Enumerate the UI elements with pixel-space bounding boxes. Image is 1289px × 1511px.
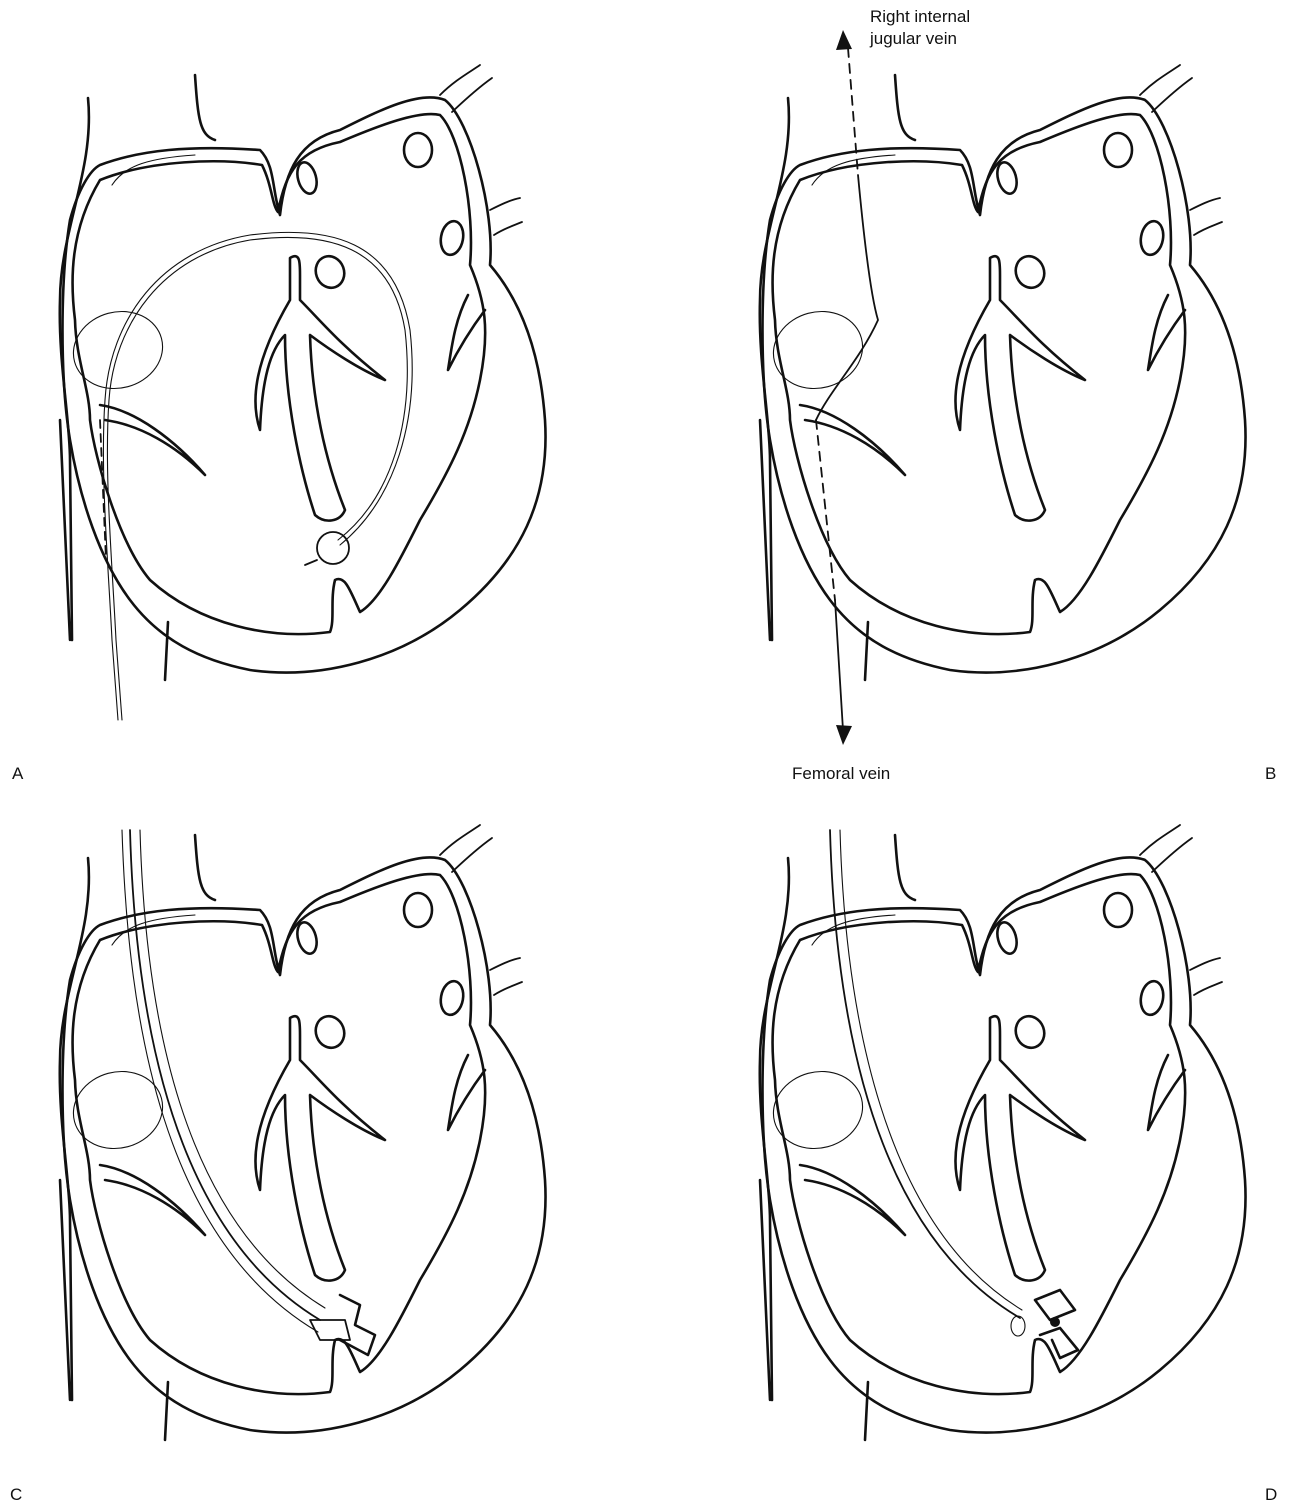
heart-diagram-c xyxy=(0,760,640,1500)
panel-label-d: D xyxy=(1265,1485,1277,1505)
panel-b xyxy=(700,0,1289,740)
jugular-vein-label: Right internal jugular vein xyxy=(870,6,1070,50)
panel-label-a: A xyxy=(12,764,23,784)
heart-diagram-b xyxy=(700,0,1289,740)
heart-diagram-a xyxy=(0,0,640,740)
panel-label-b: B xyxy=(1265,764,1276,784)
jugular-label-line-1: Right internal xyxy=(870,6,1070,28)
panel-label-c: C xyxy=(10,1485,22,1505)
jugular-label-line-2: jugular vein xyxy=(870,28,1070,50)
panel-d xyxy=(700,760,1289,1500)
panel-c xyxy=(0,760,640,1500)
heart-diagram-d xyxy=(700,760,1289,1500)
panel-a xyxy=(0,0,640,740)
femoral-vein-label: Femoral vein xyxy=(792,763,890,785)
